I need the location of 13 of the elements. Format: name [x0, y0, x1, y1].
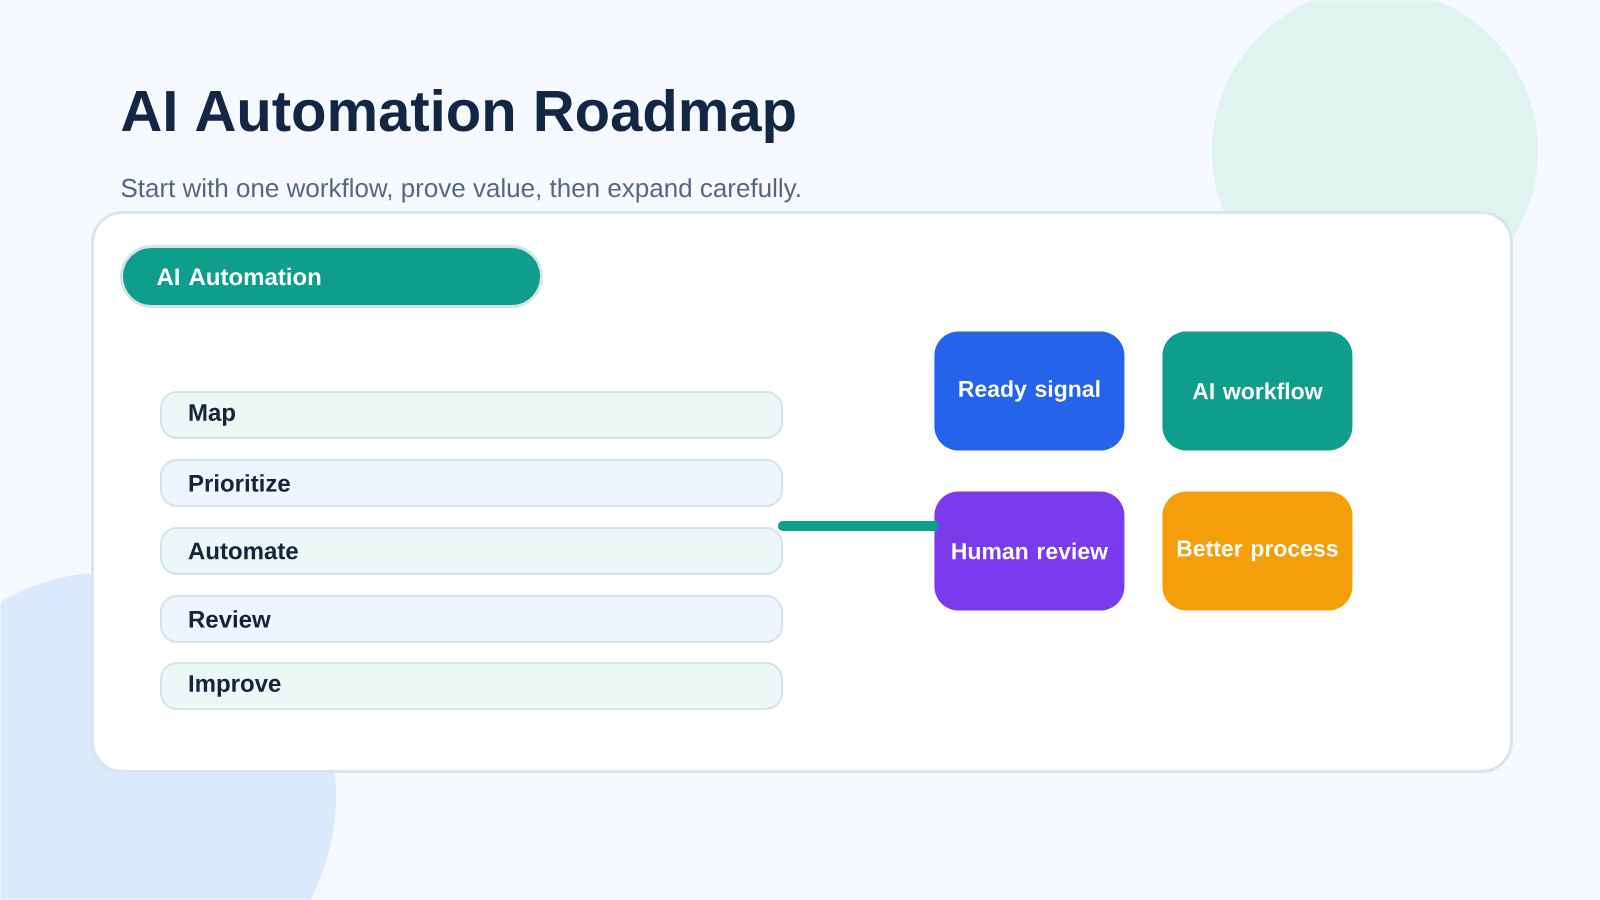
step-row: Review: [160, 595, 783, 643]
step-row: Prioritize: [160, 459, 783, 507]
label-pill: AI Automation: [120, 245, 543, 308]
step-row: Map: [160, 391, 783, 439]
title: AI Automation Roadmap: [121, 88, 795, 144]
step-row: Improve: [160, 662, 783, 710]
rounded-tile: Better process: [1162, 491, 1353, 611]
rounded-tile: Ready signal: [934, 331, 1125, 451]
step-row: Automate: [160, 527, 783, 575]
rounded-tile: AI workflow: [1162, 331, 1353, 451]
subtitle: Start with one workflow, prove value, then expand carefully.: [121, 178, 800, 203]
connector-line: [778, 521, 939, 531]
rounded-tile: Human review: [934, 491, 1125, 611]
